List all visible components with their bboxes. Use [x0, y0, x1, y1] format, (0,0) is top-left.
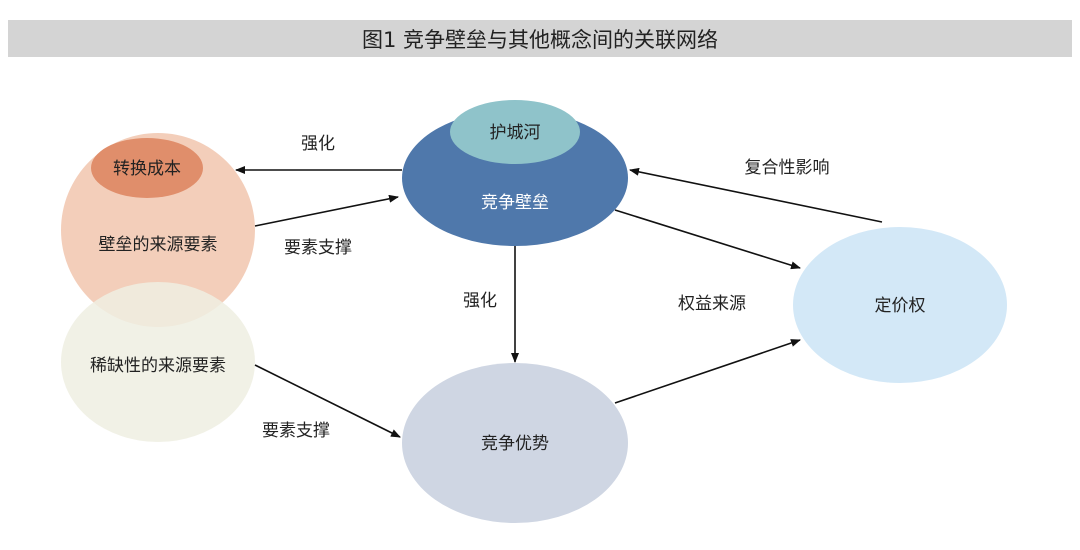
figure-title: 图1 竞争壁垒与其他概念间的关联网络 [8, 20, 1072, 57]
edge-label-compound-impact: 复合性影响 [745, 158, 830, 178]
edge-label-strengthen-2: 强化 [463, 291, 497, 311]
arrow-advantage-to-pricing [614, 339, 801, 404]
scarcity-sources-circle [61, 282, 255, 442]
arrow-pricing-to-barrier [629, 167, 883, 223]
arrow-sources-to-barrier [254, 194, 399, 227]
barrier-sources-label: 壁垒的来源要素 [99, 235, 218, 255]
edge-label-strengthen-1: 强化 [301, 134, 335, 154]
switching-cost-ellipse [91, 138, 203, 198]
edge-label-support-2: 要素支撑 [262, 421, 330, 441]
switching-cost-label: 转换成本 [113, 159, 181, 179]
arrow-barrier-to-pricing [614, 209, 801, 270]
competitive-advantage-ellipse [402, 363, 628, 523]
pricing-power-ellipse [793, 227, 1007, 383]
competitive-advantage-label: 竞争优势 [481, 434, 549, 454]
edge-label-equity-source: 权益来源 [678, 294, 746, 314]
scarcity-sources-label: 稀缺性的来源要素 [90, 356, 226, 376]
edge-label-support-1: 要素支撑 [284, 238, 352, 258]
arrow-scarcity-to-advantage [254, 364, 401, 438]
moat-ellipse [450, 100, 580, 164]
competitive-barrier-label: 竞争壁垒 [481, 193, 549, 213]
moat-label: 护城河 [490, 123, 541, 143]
pricing-power-label: 定价权 [875, 296, 926, 316]
